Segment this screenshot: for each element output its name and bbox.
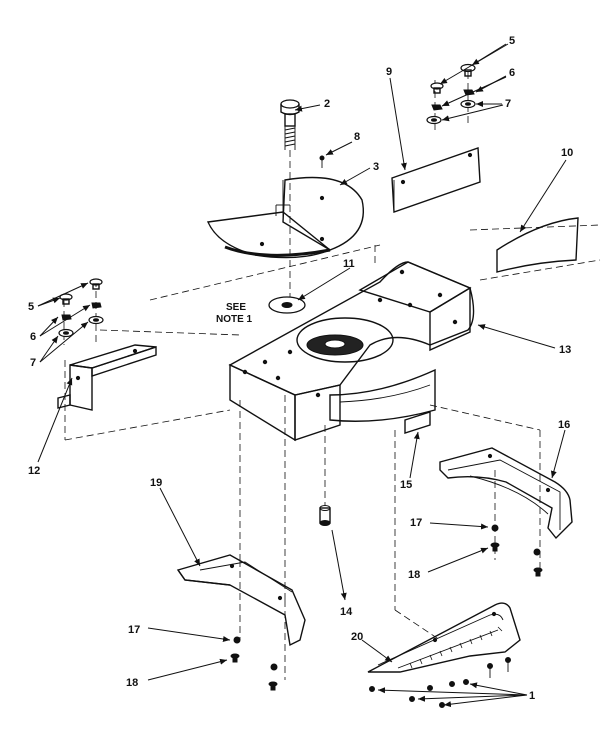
- callout-15: 15: [400, 479, 412, 491]
- callout-11: 11: [343, 258, 355, 270]
- callout-3: 3: [373, 161, 379, 173]
- callout-19: 19: [150, 477, 162, 489]
- callout-7-right: 7: [505, 98, 511, 110]
- callout-12: 12: [28, 465, 40, 477]
- blade-guard-part-3: [206, 176, 364, 259]
- callout-18-right: 18: [408, 569, 420, 581]
- callout-8: 8: [354, 131, 360, 143]
- callout-20: 20: [351, 631, 363, 643]
- callout-13: 13: [559, 344, 571, 356]
- assembly-phantom-lines: [63, 72, 601, 680]
- bolt-part-2: [280, 99, 300, 150]
- leg-part-19: [176, 554, 306, 647]
- callout-5-right: 5: [509, 35, 515, 47]
- leg-bracket-part-16: [439, 447, 573, 540]
- miter-scale-part-20: [367, 602, 521, 673]
- callout-6-left: 6: [30, 331, 36, 343]
- callout-1: 1: [529, 690, 535, 702]
- bracket-part-12: [57, 344, 157, 411]
- callout-9: 9: [386, 66, 392, 78]
- callout-18-left: 18: [126, 677, 138, 689]
- hardware-lower-left: [230, 636, 278, 691]
- pin-part-14: [319, 505, 331, 526]
- callout-labels: 1 2 3 5 6 7 8 9 10 11 5 6 7 12 13 14 15 …: [28, 35, 573, 702]
- leader-lines: [37, 43, 567, 708]
- hardware-lower-right: [490, 524, 543, 577]
- callout-17-right: 17: [410, 517, 422, 529]
- block-part-15: [404, 411, 431, 434]
- curved-plate-part-10: [496, 217, 579, 273]
- see-note-label-line1: SEE: [226, 302, 246, 313]
- callout-14: 14: [340, 606, 353, 618]
- plate-part-9: [391, 147, 481, 213]
- base-table-part-13: [228, 261, 475, 442]
- hardware-upper-left: [58, 278, 104, 338]
- see-note-label-line2: NOTE 1: [216, 314, 253, 325]
- callout-16: 16: [558, 419, 570, 431]
- callout-10: 10: [561, 147, 573, 159]
- callout-7-left: 7: [30, 357, 36, 369]
- callout-6-right: 6: [509, 67, 515, 79]
- screw-part-8: [319, 155, 325, 168]
- callout-5-left: 5: [28, 301, 34, 313]
- callout-17-left: 17: [128, 624, 140, 636]
- screws-part-1: [369, 657, 511, 708]
- washer-part-11: [268, 296, 306, 314]
- callout-2: 2: [324, 98, 330, 110]
